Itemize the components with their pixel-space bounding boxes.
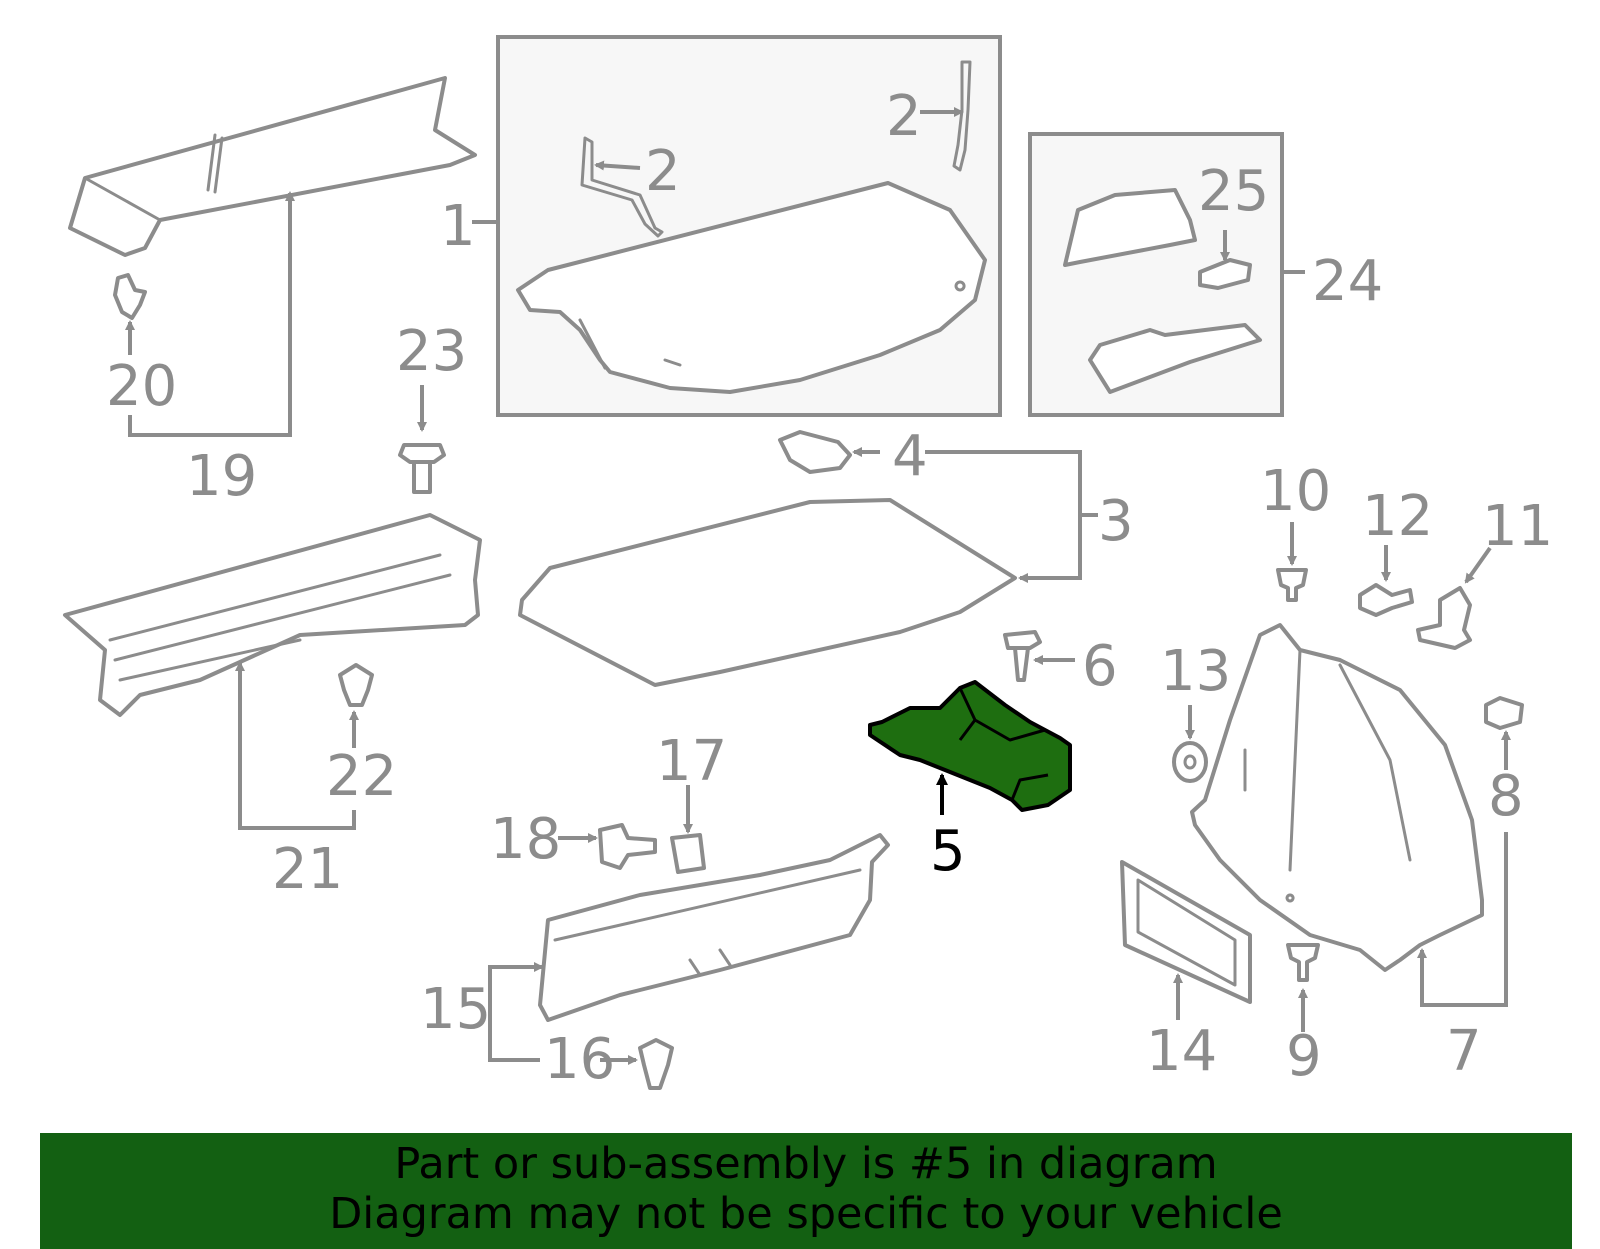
- part-10-pin: [1276, 568, 1308, 602]
- callout-9: 9: [1286, 1024, 1322, 1089]
- part-21-side-panel: [63, 513, 482, 717]
- part-20-clip: [113, 273, 147, 320]
- callout-18: 18: [490, 807, 561, 872]
- callout-10: 10: [1260, 459, 1331, 524]
- callout-24: 24: [1312, 249, 1383, 314]
- callout-15: 15: [420, 977, 491, 1042]
- callout-4: 4: [892, 424, 928, 489]
- part-22-clip: [338, 663, 374, 707]
- part-18-bolt: [598, 823, 657, 870]
- callout-3: 3: [1098, 489, 1134, 554]
- part-16-clip: [638, 1038, 674, 1090]
- callout-20: 20: [106, 354, 177, 419]
- banner-line-1: Part or sub-assembly is #5 in diagram: [394, 1139, 1218, 1189]
- leader-2a: [594, 160, 641, 171]
- leader-15: [488, 967, 542, 1062]
- callout-23: 23: [396, 319, 467, 384]
- leader-11: [1464, 546, 1492, 584]
- callout-21: 21: [272, 837, 343, 902]
- part-15-sill-plate: [538, 833, 890, 1022]
- part-8-clip: [1484, 696, 1524, 730]
- part-13-washer: [1172, 741, 1208, 783]
- part-23-bolt: [398, 443, 446, 494]
- part-11-bracket: [1416, 586, 1472, 650]
- part-3-floor-board: [518, 498, 1017, 687]
- part-17-nut: [670, 833, 706, 874]
- callout-8: 8: [1488, 764, 1524, 829]
- leader-21: [235, 661, 356, 830]
- part-24-assembly-box: [1028, 132, 1284, 417]
- part-5-bracket-highlighted: [868, 680, 1072, 812]
- callout-5: 5: [930, 819, 966, 884]
- callout-13: 13: [1160, 639, 1231, 704]
- part-9-pin: [1286, 943, 1320, 982]
- callout-14: 14: [1146, 1019, 1217, 1084]
- leader-7: [1417, 832, 1508, 1007]
- part-2-bracket-left: [580, 136, 664, 238]
- callout-2a: 2: [645, 139, 681, 204]
- part-2-bracket-right: [952, 60, 972, 172]
- callout-2b: 2: [886, 84, 922, 149]
- part-19-trim-panel: [68, 76, 477, 257]
- part-12-bolt: [1358, 583, 1414, 617]
- callout-11: 11: [1482, 494, 1553, 559]
- callout-12: 12: [1362, 484, 1433, 549]
- callout-25: 25: [1198, 159, 1269, 224]
- part-6-screw: [1003, 630, 1042, 682]
- info-banner: Part or sub-assembly is #5 in diagram Di…: [40, 1133, 1572, 1249]
- part-7-quarter-trim: [1190, 623, 1484, 972]
- part-1-assembly-box: [496, 35, 1002, 417]
- callout-17: 17: [656, 729, 727, 794]
- part-14-vent-duct: [1120, 860, 1252, 1004]
- callout-7: 7: [1446, 1019, 1482, 1084]
- callout-6: 6: [1082, 634, 1118, 699]
- leader-19: [128, 191, 295, 437]
- banner-line-2: Diagram may not be specific to your vehi…: [329, 1189, 1283, 1239]
- callout-22: 22: [326, 744, 397, 809]
- callout-16: 16: [544, 1027, 615, 1092]
- part-4-clip: [778, 430, 852, 474]
- callout-19: 19: [186, 444, 257, 509]
- callout-1: 1: [440, 194, 476, 259]
